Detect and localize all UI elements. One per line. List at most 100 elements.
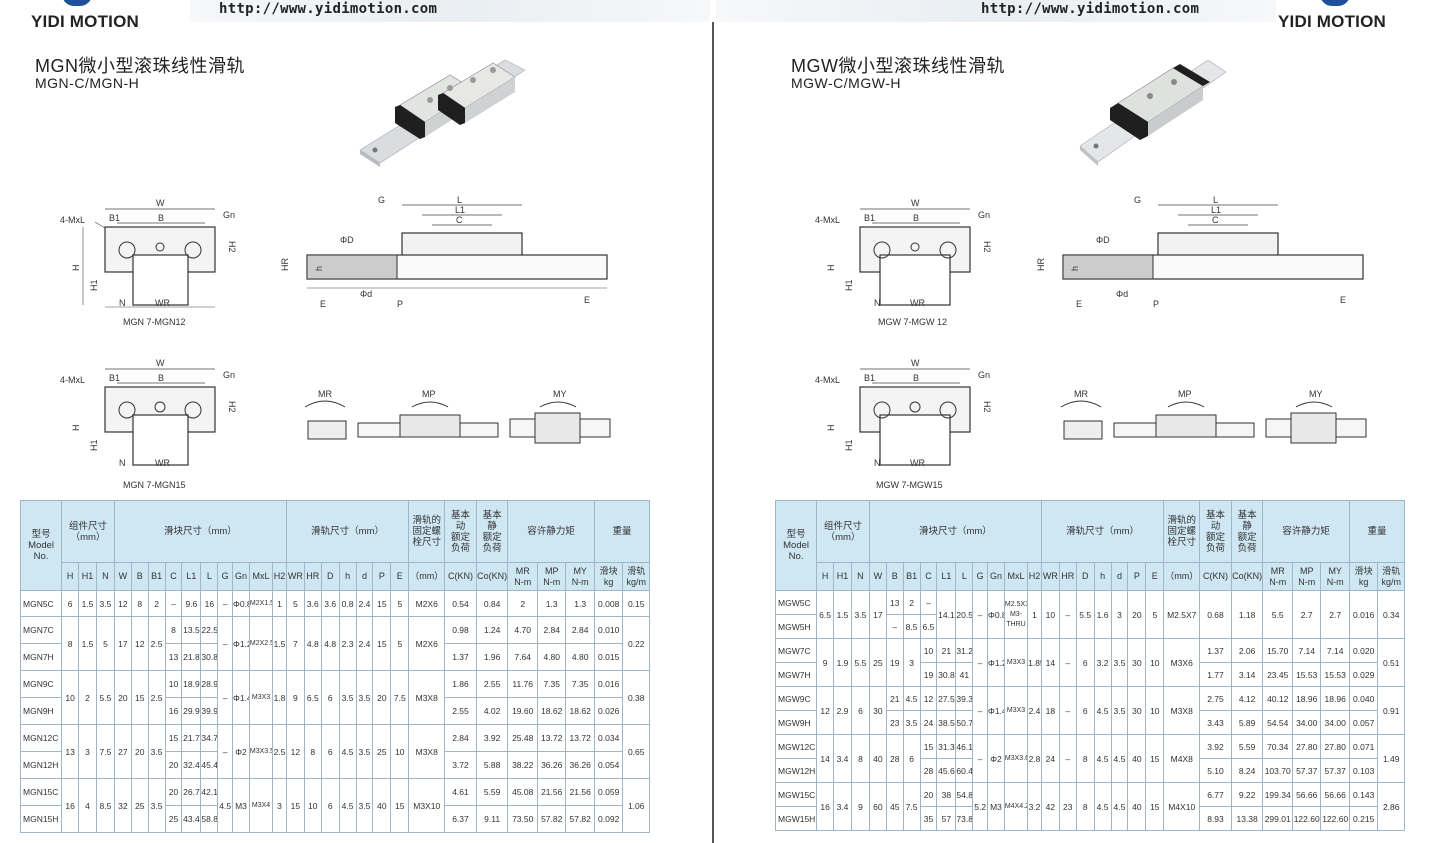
- table-cell: 40.12: [1262, 686, 1293, 711]
- svg-text:ΦD: ΦD: [340, 235, 354, 245]
- url-right[interactable]: http://www.yidimotion.com: [981, 1, 1200, 17]
- table-cell: 5.89: [1230, 710, 1264, 735]
- model-cell: MGN12H: [19, 751, 63, 779]
- svg-text:WR: WR: [155, 458, 170, 468]
- table-cell: 3: [78, 724, 97, 779]
- table-cell: 39.9: [200, 697, 219, 725]
- table-cell: 5.5: [850, 638, 870, 687]
- th-col-0: H: [61, 562, 80, 591]
- url-left[interactable]: http://www.yidimotion.com: [219, 1, 438, 17]
- table-cell: 38.22: [507, 751, 538, 779]
- table-cell: 7.35: [536, 670, 567, 698]
- table-cell: 8: [850, 734, 870, 783]
- header-band-left: [190, 0, 710, 22]
- table-cell: 3.5: [355, 724, 374, 779]
- table-cell: 4.80: [536, 643, 567, 671]
- svg-text:W: W: [156, 198, 165, 208]
- table-cell: 1.49: [1377, 734, 1405, 783]
- table-cell: 9: [850, 782, 870, 831]
- table-cell: 27.80: [1291, 734, 1322, 759]
- table-cell: M3X10: [408, 778, 446, 833]
- svg-text:MGW 7-MGW 12: MGW 7-MGW 12: [878, 317, 947, 327]
- table-cell: 12: [113, 590, 132, 617]
- th-col-13: WR: [285, 562, 305, 591]
- table-cell: 2.9: [833, 686, 852, 735]
- th-col-12: H2: [1027, 562, 1042, 591]
- table-cell: 2.75: [1199, 686, 1232, 711]
- table-cell: 54.54: [1262, 710, 1293, 735]
- table-cell: –: [972, 686, 989, 735]
- table-cell: 5.5: [95, 670, 115, 725]
- model-cell: MGN9H: [19, 697, 63, 725]
- model-cell: MGW15H: [774, 806, 818, 831]
- svg-text:E: E: [584, 295, 590, 305]
- table-cell: 2: [78, 670, 97, 725]
- th-col-11: MxL: [248, 562, 274, 591]
- table-cell: 23.45: [1262, 662, 1293, 687]
- table-cell: 3: [1110, 590, 1129, 639]
- table-cell: M4X10: [1163, 782, 1201, 831]
- table-cell: 1.5: [272, 616, 287, 671]
- svg-text:L1: L1: [455, 205, 465, 215]
- table-cell: 7.5: [95, 724, 115, 779]
- table-cell: 0.8: [338, 590, 357, 617]
- table-cell: 6.5: [919, 614, 938, 639]
- th-col-16: h: [338, 562, 357, 591]
- table-cell: 3.5: [338, 670, 357, 725]
- table-cell: 1.18: [1230, 590, 1264, 639]
- th-model-text: 型号 Model No.: [28, 529, 54, 562]
- svg-text:P: P: [1153, 299, 1159, 309]
- table-cell: M4X8: [1163, 734, 1201, 783]
- th-stat-load: 基本 静 额定 负荷: [475, 500, 509, 563]
- th-col-11: MxL: [1003, 562, 1029, 591]
- mgn-side-view: L L1 C G ΦD HR h Φd E P E: [280, 195, 608, 309]
- th-bolt-text: 滑轨的 固定螺 栓尺寸: [1167, 515, 1196, 548]
- table-cell: 1.6: [1093, 590, 1112, 639]
- table-cell: Φ1.2: [987, 638, 1005, 687]
- table-cell: 6: [320, 724, 340, 779]
- table-cell: 2.84: [536, 616, 567, 644]
- table-cell: 13.5: [181, 616, 202, 644]
- table-cell: 5: [390, 590, 410, 617]
- table-cell: 12: [130, 616, 149, 671]
- table-cell: 57.37: [1320, 758, 1350, 783]
- table-cell: 4.5: [1093, 734, 1112, 783]
- table-cell: Φ1.4: [232, 670, 250, 725]
- table-cell: 4.5: [1093, 686, 1112, 735]
- th-col-15: D: [320, 562, 340, 591]
- table-cell: 19: [885, 638, 904, 687]
- th-col-6: C: [164, 562, 183, 591]
- table-cell: 20: [164, 778, 183, 806]
- table-cell: M3: [987, 782, 1005, 831]
- th-col-16: h: [1093, 562, 1112, 591]
- table-cell: 0.029: [1348, 662, 1379, 687]
- table-cell: 1: [1027, 590, 1042, 639]
- table-cell: 8: [1075, 782, 1095, 831]
- table-cell: 19.60: [507, 697, 538, 725]
- table-cell: 1.06: [622, 778, 650, 833]
- table-cell: 2.7: [1291, 590, 1322, 639]
- table-cell: M2.5X7: [1163, 590, 1201, 639]
- mgw-front-view-bottom: W B B1 Gn 4-MxL H H1 H2 N WR MGW 7-MGW15: [815, 358, 992, 490]
- table-cell: 4.5: [1110, 782, 1129, 831]
- table-cell: –: [919, 590, 938, 615]
- left-title: MGN微小型滚珠线性滑轨: [35, 56, 245, 76]
- table-cell: 3.4: [833, 782, 852, 831]
- th-col-18: P: [1127, 562, 1147, 591]
- svg-text:MP: MP: [1178, 389, 1192, 399]
- svg-text:E: E: [1076, 299, 1082, 309]
- table-cell: 6.37: [444, 805, 477, 833]
- th-moment: 容许静力矩: [507, 500, 595, 563]
- table-cell: 7.5: [902, 782, 921, 831]
- table-cell: 19: [919, 662, 938, 687]
- table-cell: 20: [164, 751, 183, 779]
- th-col-19: E: [1145, 562, 1165, 591]
- table-cell: M2X1.5: [248, 590, 274, 617]
- table-cell: 25: [372, 724, 392, 779]
- table-cell: –: [972, 590, 989, 639]
- table-cell: 40: [868, 734, 887, 783]
- th-col-5: B1: [147, 562, 166, 591]
